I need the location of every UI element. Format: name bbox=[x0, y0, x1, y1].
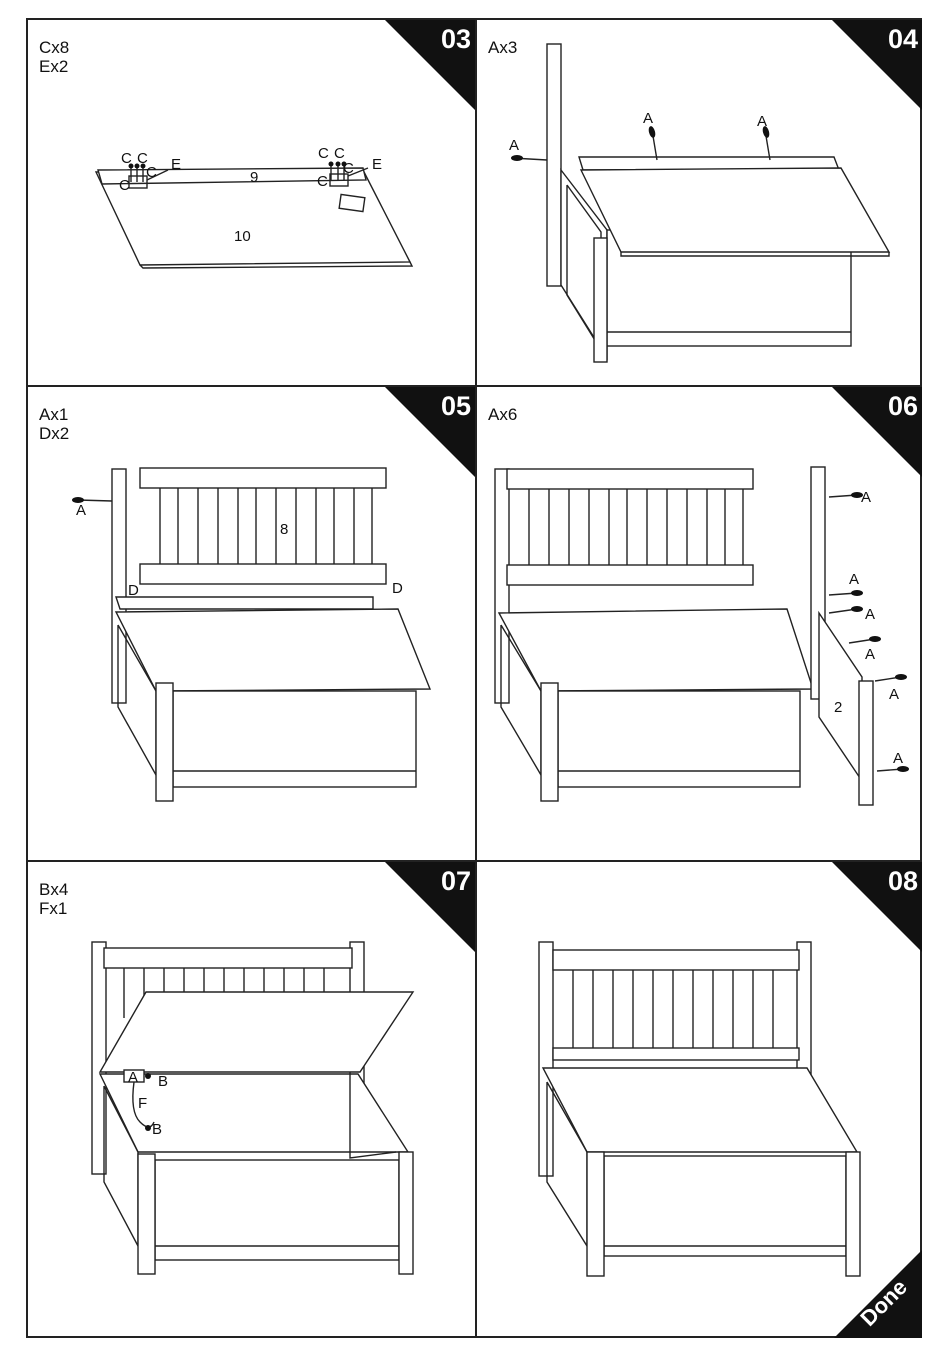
part-label-a: A bbox=[128, 1069, 138, 1086]
part-label-c: C bbox=[121, 150, 132, 167]
step-06-illustration: 2 A A A A A A bbox=[477, 387, 922, 860]
screw-label-b: B bbox=[158, 1073, 168, 1090]
hinge-label-f: F bbox=[138, 1095, 147, 1112]
part-label-e: E bbox=[372, 156, 382, 173]
screw-label-a: A bbox=[849, 571, 859, 588]
step-05-illustration: A D D 8 bbox=[28, 387, 475, 860]
screw-label-a: A bbox=[76, 502, 86, 519]
screw-label-a: A bbox=[865, 606, 875, 623]
board-label-10: 10 bbox=[234, 228, 251, 245]
step-03-panel: 03 Cx8 Ex2 C C C C E C bbox=[28, 20, 475, 385]
screw-label-a: A bbox=[865, 646, 875, 663]
step-04-illustration: A A A bbox=[477, 20, 922, 385]
step-03-illustration: C C C C E C C C C E 9 10 bbox=[28, 20, 475, 385]
step-04-panel: 04 Ax3 A A A bbox=[477, 20, 922, 385]
part-label-c: C bbox=[146, 164, 157, 181]
board-label-9: 9 bbox=[250, 169, 258, 186]
step-06-panel: 06 Ax6 2 A A A A A A bbox=[477, 387, 922, 860]
dowel-label-d: D bbox=[128, 582, 139, 599]
part-label-c: C bbox=[317, 173, 328, 190]
screw-label-a: A bbox=[889, 686, 899, 703]
screw-label-a: A bbox=[893, 750, 903, 767]
instruction-sheet: 03 Cx8 Ex2 C C C C E C bbox=[26, 18, 922, 1338]
backrest-label-8: 8 bbox=[280, 521, 288, 538]
step-07-panel: 07 Bx4 Fx1 A B F B bbox=[28, 862, 475, 1338]
screw-label-a: A bbox=[509, 137, 519, 154]
step-08-panel: 08 Done bbox=[477, 862, 922, 1338]
part-label-c: C bbox=[119, 177, 130, 194]
part-label-c: C bbox=[318, 145, 329, 162]
done-badge: Done bbox=[834, 1250, 922, 1338]
step-05-panel: 05 Ax1 Dx2 A D D 8 bbox=[28, 387, 475, 860]
side-panel-label-2: 2 bbox=[834, 699, 842, 716]
dowel-label-d: D bbox=[392, 580, 403, 597]
screw-label-a: A bbox=[861, 489, 871, 506]
screw-label-b: B bbox=[152, 1121, 162, 1138]
part-label-c: C bbox=[343, 160, 354, 177]
screw-label-a: A bbox=[757, 113, 767, 130]
step-07-illustration: A B F B bbox=[28, 862, 475, 1338]
screw-label-a: A bbox=[643, 110, 653, 127]
part-label-e: E bbox=[171, 156, 181, 173]
